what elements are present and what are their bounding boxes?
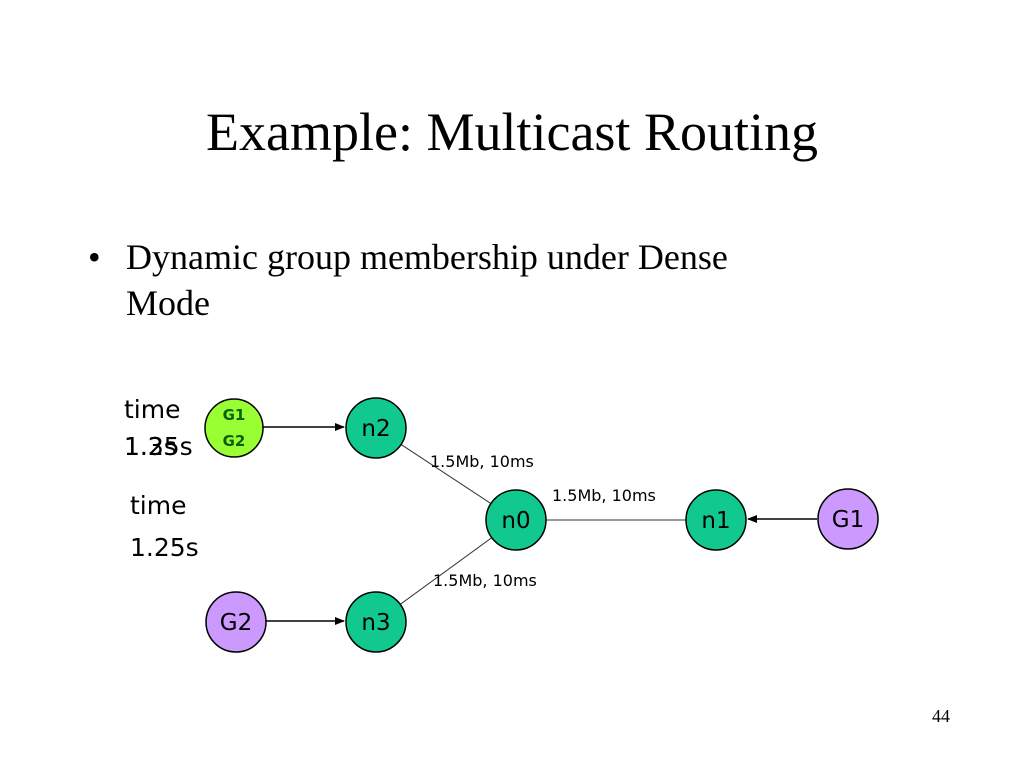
node-n2: n2 (345, 397, 407, 459)
node-group-g1-g2: G1 G2 (204, 398, 264, 458)
bullet-text-line-2: Mode (126, 283, 210, 323)
time-label-upper-line1: time (124, 395, 180, 424)
page-number: 44 (932, 706, 950, 726)
node-n3: n3 (345, 591, 407, 653)
node-g1-label: G1 (832, 507, 864, 533)
node-n0-label: n0 (501, 508, 530, 534)
node-n1-label: n1 (701, 508, 730, 534)
node-g2-receiver: G2 (205, 591, 267, 653)
slide-title: Example: Multicast Routing (206, 102, 818, 162)
bullet-dot: • (88, 237, 101, 277)
node-n2-label: n2 (361, 416, 390, 442)
node-n1: n1 (685, 489, 747, 551)
node-n0: n0 (485, 489, 547, 551)
bullet-text-line-1: Dynamic group membership under Dense (126, 237, 728, 277)
link-label-n3-n0: 1.5Mb, 10ms (433, 571, 537, 590)
time-label-upper-line2-b: 1.35s (124, 432, 193, 461)
node-g1-receiver: G1 (817, 488, 879, 550)
time-label-lower-line1: time (130, 491, 186, 520)
time-label-lower-line2: 1.25s (130, 533, 199, 562)
link-label-n2-n0: 1.5Mb, 10ms (430, 452, 534, 471)
bullet-item: • Dynamic group membership under Dense M… (88, 234, 908, 326)
time-label-upper-line2-a: 1.2s (124, 432, 177, 461)
node-n3-label: n3 (361, 610, 390, 636)
link-label-n0-n1: 1.5Mb, 10ms (552, 486, 656, 505)
node-g2-label: G2 (220, 610, 252, 636)
node-g1-small-label: G1 (223, 406, 246, 424)
node-g2-small-label: G2 (223, 432, 246, 450)
